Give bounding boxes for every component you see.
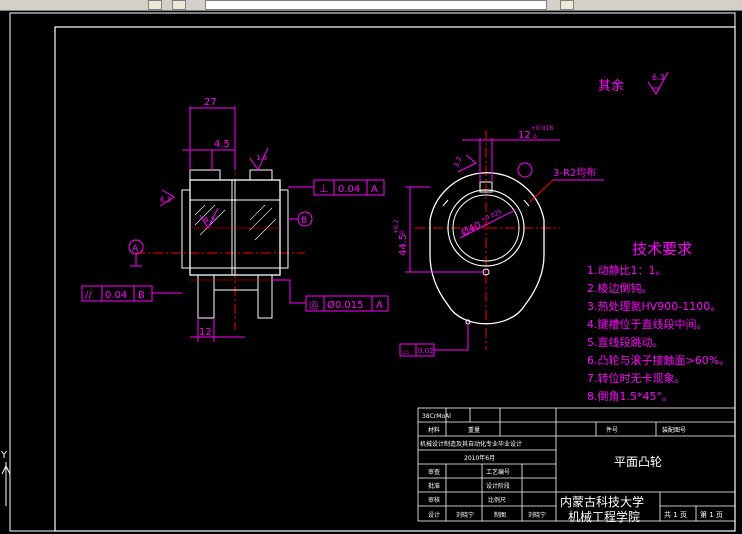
roughness-mid-icon — [199, 207, 219, 230]
toolbar-dropdown[interactable] — [205, 0, 547, 10]
tb-drawing-no-label: 装配图号 — [662, 426, 686, 434]
tb-approve: 批准 — [428, 482, 440, 490]
tech-req-item: 3.热处理氮HV900-1100。 — [587, 299, 721, 313]
tech-req-list: 1.动静比1：1。 2.棱边倒钝。 3.热处理氮HV900-1100。 4.键槽… — [587, 263, 730, 403]
dim-12: 12 — [199, 327, 212, 338]
left-view: 27 4.5 12 1.6 6.3 6.3 A B — [81, 97, 389, 342]
rough-top-value: 1.6 — [256, 154, 268, 162]
roughness-rest-label: 其余 — [598, 78, 624, 94]
rough-keyway-value: 3.2 — [452, 155, 463, 168]
tb-quantity-label: 重量 — [468, 426, 480, 434]
tb-designer: 刘晓宁 — [456, 511, 474, 519]
tech-req-item: 6.凸轮与滚子接触面>60%。 — [587, 353, 730, 367]
tb-design: 设计 — [428, 511, 440, 519]
ucs-icon: Y — [0, 450, 11, 506]
radius-note: 3-R2均布 — [553, 167, 596, 179]
keyway-tol-low: 0 — [533, 134, 537, 141]
cad-toolbar — [0, 0, 742, 11]
toolbar-button-2[interactable] — [172, 0, 186, 10]
perp-value: 0.04 — [338, 184, 360, 195]
bore-dim: Ø40 — [459, 219, 483, 238]
tb-part-no-label: 件号 — [606, 426, 618, 434]
tech-req-item: 7.转位时无卡现象。 — [587, 371, 686, 385]
tb-scale: 比例尺 — [488, 496, 506, 504]
dim-4-5: 4.5 — [214, 139, 230, 150]
parallel-value: 0.04 — [105, 290, 127, 301]
profile-symbol: ⌓ — [402, 347, 409, 357]
tech-req-item: 4.键槽位于直线段中间。 — [587, 317, 708, 331]
drawing-canvas[interactable]: 其余 6.3 — [0, 10, 742, 534]
coax-symbol: ◎ — [309, 298, 319, 311]
tb-department: 机械工程学院 — [568, 509, 640, 524]
tb-design-stage: 设计阶段 — [486, 482, 510, 490]
keyway-tol: +0.018 — [531, 125, 553, 132]
tb-material: 38CrMoAl — [422, 413, 451, 420]
tb-school: 内蒙古科技大学 — [560, 494, 644, 509]
tech-req-item: 1.动静比1：1。 — [587, 263, 667, 277]
coax-datum: A — [376, 300, 383, 311]
tech-req-item: 5.直线段跳动。 — [587, 335, 664, 349]
datum-a-label: A — [132, 244, 139, 254]
perp-symbol: ⊥ — [319, 182, 329, 195]
tb-process-no: 工艺编号 — [486, 468, 510, 476]
rough-left-value: 6.3 — [160, 196, 171, 204]
tb-project: 机械设计制造及其自动化专业毕业设计 — [420, 440, 522, 448]
roughness-rest-symbol-icon — [647, 71, 669, 95]
tb-draw: 制图 — [494, 511, 506, 519]
roughness-keyway-icon — [457, 154, 477, 173]
tb-date: 2010年6月 — [464, 454, 495, 462]
parallel-datum: B — [138, 290, 145, 301]
height-tol-low: 0 — [399, 230, 406, 234]
tb-sheets-total: 共 1 页 — [664, 510, 687, 519]
ucs-y-label: Y — [0, 450, 8, 461]
perp-datum: A — [371, 184, 378, 195]
tech-req-title: 技术要求 — [632, 240, 692, 258]
height-tol: +0.2 — [393, 219, 400, 234]
datum-b-label: B — [301, 216, 307, 226]
toolbar-button-1[interactable] — [148, 0, 162, 10]
right-view: 12 +0.018 0 3-R2均布 44.5 +0.2 0 Ø40 +0.02… — [393, 125, 604, 357]
tech-req-item: 2.棱边倒钝。 — [587, 281, 653, 295]
toolbar-button-3[interactable] — [560, 0, 574, 10]
dim-27: 27 — [204, 97, 217, 108]
title-block — [417, 407, 736, 522]
drawing-frame — [54, 26, 736, 532]
keyway-dim: 12 — [518, 130, 531, 141]
roughness-rest-value: 6.3 — [652, 73, 665, 82]
profile-frame — [399, 343, 435, 357]
tb-sheet-no: 第 1 页 — [700, 510, 723, 519]
rough-mid-value: 6.3 — [204, 216, 215, 224]
coax-frame — [305, 295, 389, 312]
tb-part-name: 平面凸轮 — [614, 455, 662, 469]
height-dim: 44.5 — [398, 234, 409, 256]
perp-frame — [313, 179, 385, 196]
coax-value: Ø0.015 — [327, 299, 364, 311]
roughness-left-icon — [159, 189, 175, 207]
roughness-top-icon — [249, 147, 269, 172]
tb-check: 审核 — [428, 496, 440, 504]
profile-value: 0.02 — [418, 347, 434, 355]
parallel-symbol: // — [85, 290, 92, 301]
tech-req-item: 8.倒角1.5*45°。 — [587, 390, 673, 403]
tb-material-label: 材料 — [428, 426, 440, 434]
tb-review: 审查 — [428, 468, 440, 476]
tb-drafter: 刘晓宁 — [528, 511, 546, 519]
